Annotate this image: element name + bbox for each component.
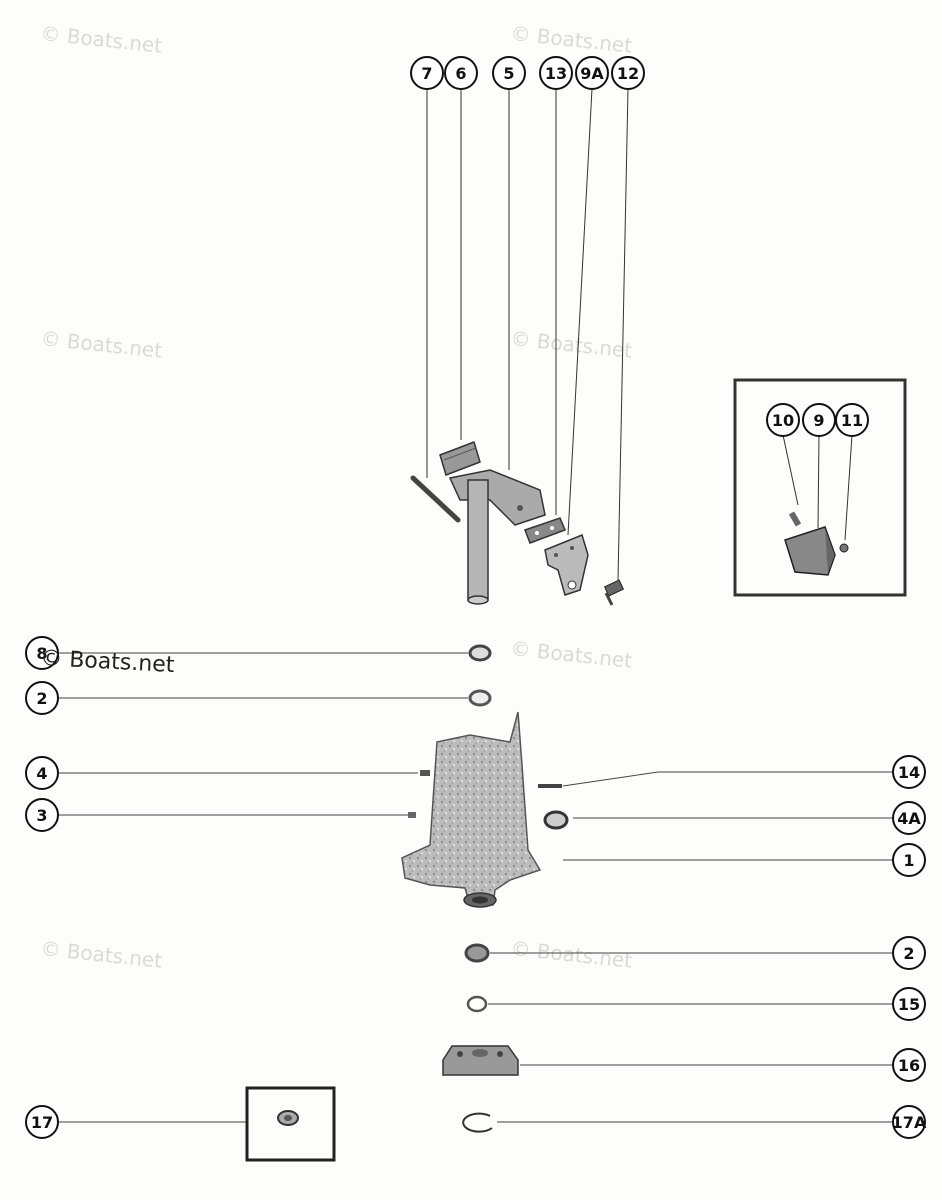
part-washer-2-lower [464, 943, 490, 963]
svg-text:4: 4 [36, 764, 47, 783]
svg-text:11: 11 [841, 411, 863, 430]
callout-6: 6 [444, 56, 478, 90]
part-washer-8 [468, 644, 492, 662]
part-bushing-4a [543, 810, 569, 830]
svg-text:10: 10 [772, 411, 794, 430]
watermark: © Boats.net [39, 936, 163, 973]
part-pin-10 [788, 511, 802, 527]
inset-box: 10 9 11 [733, 378, 907, 597]
callout-9: 9 [802, 403, 836, 437]
watermark: © Boats.net [509, 326, 633, 363]
svg-text:5: 5 [503, 64, 514, 83]
callout-3: 3 [25, 798, 59, 832]
part-plate-13 [524, 517, 566, 544]
watermark: © Boats.net [39, 326, 163, 363]
callout-1: 1 [892, 843, 926, 877]
part-nut-11 [839, 543, 849, 553]
callout-4a: 4A [892, 801, 926, 835]
leader-lines-middle [57, 652, 893, 861]
part-bracket-9a [544, 533, 589, 596]
svg-text:14: 14 [898, 763, 920, 782]
part-snap-ring-17a [462, 1112, 493, 1133]
inset-box-17 [245, 1086, 336, 1162]
leader-lines-top [426, 88, 629, 581]
watermark: © Boats.net [509, 21, 633, 58]
watermark-overlay: © Boats.net [40, 646, 176, 678]
svg-text:16: 16 [898, 1056, 920, 1075]
watermark: © Boats.net [509, 636, 633, 673]
leader-lines-bottom [57, 952, 893, 1123]
svg-text:17: 17 [31, 1113, 53, 1132]
svg-text:4A: 4A [897, 809, 921, 828]
svg-text:8: 8 [36, 644, 47, 663]
part-bushing-6 [439, 441, 481, 476]
svg-text:1: 1 [903, 851, 914, 870]
part-shaft-bracket-5 [448, 469, 546, 605]
callout-10: 10 [766, 403, 800, 437]
watermark: © Boats.net [509, 936, 633, 973]
part-screw-12 [603, 579, 625, 606]
part-washer-2-upper [468, 689, 492, 707]
svg-text:6: 6 [455, 64, 466, 83]
callout-13: 13 [539, 56, 573, 90]
callout-15: 15 [892, 987, 926, 1021]
svg-text:2: 2 [903, 944, 914, 963]
part-pin-7 [410, 475, 461, 523]
callout-2-lower: 2 [892, 936, 926, 970]
part-screw-4 [420, 770, 430, 776]
callout-14: 14 [892, 755, 926, 789]
svg-text:7: 7 [421, 64, 432, 83]
part-block-9 [784, 526, 836, 576]
svg-text:9: 9 [813, 411, 824, 430]
callout-17: 17 [25, 1105, 59, 1139]
callout-8: 8 [25, 636, 59, 670]
callout-2-upper: 2 [25, 681, 59, 715]
callout-11: 11 [835, 403, 869, 437]
svg-text:12: 12 [617, 64, 639, 83]
part-housing-1 [401, 711, 542, 908]
part-nut-17 [277, 1110, 299, 1126]
svg-text:13: 13 [545, 64, 567, 83]
watermark: © Boats.net [39, 21, 163, 58]
callout-12: 12 [611, 56, 645, 90]
part-cap-16 [442, 1045, 519, 1076]
svg-text:3: 3 [36, 806, 47, 825]
callout-16: 16 [892, 1048, 926, 1082]
part-screw-3 [408, 812, 416, 818]
callout-9a: 9A [575, 56, 609, 90]
callout-7: 7 [410, 56, 444, 90]
svg-text:15: 15 [898, 995, 920, 1014]
part-o-ring-15 [466, 995, 488, 1013]
svg-text:17A: 17A [892, 1113, 927, 1132]
callout-5: 5 [492, 56, 526, 90]
svg-text:2: 2 [36, 689, 47, 708]
svg-text:9A: 9A [580, 64, 604, 83]
callout-4: 4 [25, 756, 59, 790]
callout-17a: 17A [892, 1105, 927, 1139]
